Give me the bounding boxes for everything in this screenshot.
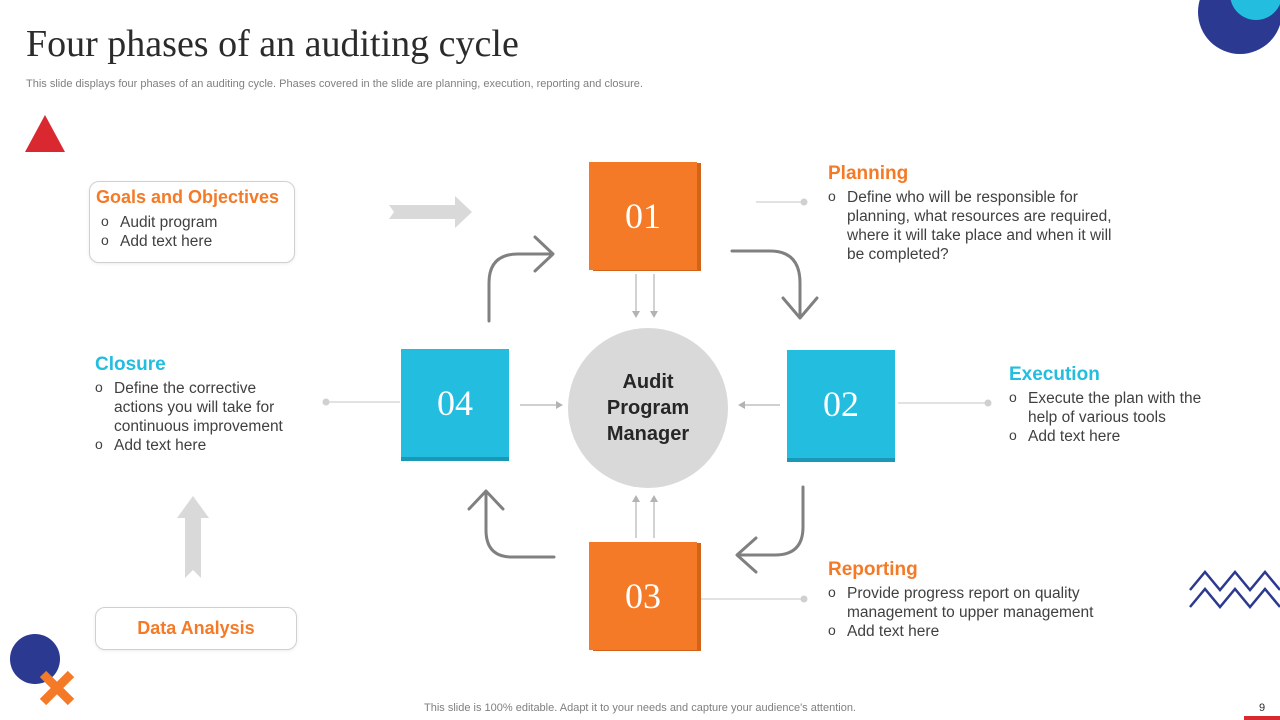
phase-box-02: 02 <box>787 350 895 458</box>
phase-box-03: 03 <box>589 542 697 650</box>
cycle-arrow-02-to-03 <box>735 485 805 574</box>
connector-planning <box>756 198 808 206</box>
goals-bullet: Add text here <box>101 231 286 251</box>
planning-bullet: Define who will be responsible for plann… <box>828 187 1128 264</box>
zigzag-decoration <box>1189 570 1280 609</box>
execution-bullet: Add text here <box>1009 426 1214 446</box>
goals-card: Goals and Objectives Audit program Add t… <box>89 181 295 263</box>
reporting-bullet: Add text here <box>828 621 1118 641</box>
center-label: Audit Program Manager <box>606 371 690 445</box>
goals-block-arrow-icon <box>389 196 472 228</box>
closure-title: Closure <box>95 354 166 375</box>
phase-box-04: 04 <box>401 349 509 457</box>
page-number-bar <box>1244 716 1280 720</box>
planning-section: Planning Define who will be responsible … <box>828 163 1128 264</box>
reporting-bullet: Provide progress report on quality manag… <box>828 583 1118 622</box>
data-analysis-card: Data Analysis <box>95 607 297 650</box>
navy-circle-decoration <box>10 634 60 684</box>
planning-title: Planning <box>828 163 909 184</box>
connector-reporting <box>700 595 808 603</box>
page-number: 9 <box>1258 702 1266 714</box>
connector-closure <box>322 398 400 406</box>
orange-cross-decoration <box>39 670 75 706</box>
data-analysis-up-arrow-icon <box>177 496 209 578</box>
audit-program-manager-circle: Audit Program Manager <box>568 328 728 488</box>
data-analysis-label: Data Analysis <box>137 618 255 638</box>
cycle-arrow-04-to-01 <box>487 235 555 323</box>
reporting-title: Reporting <box>828 559 918 580</box>
closure-section: Closure Define the corrective actions yo… <box>95 354 295 455</box>
arrow-02-to-center <box>738 401 780 409</box>
goals-bullet: Audit program <box>101 212 286 232</box>
execution-bullet: Execute the plan with the help of variou… <box>1009 388 1214 427</box>
closure-bullet: Add text here <box>95 435 295 455</box>
goals-title: Goals and Objectives <box>96 187 280 207</box>
connector-execution <box>898 399 992 407</box>
footer-note: This slide is 100% editable. Adapt it to… <box>424 702 856 714</box>
page-title: Four phases of an auditing cycle <box>26 23 519 65</box>
execution-section: Execution Execute the plan with the help… <box>1009 364 1214 446</box>
corner-circles-decoration <box>1198 0 1280 54</box>
arrows-01-to-center <box>632 274 658 318</box>
arrows-03-to-center <box>632 495 658 538</box>
phase-box-01: 01 <box>589 162 697 270</box>
closure-bullet: Define the corrective actions you will t… <box>95 378 295 436</box>
red-triangle-decoration <box>25 115 65 152</box>
reporting-section: Reporting Provide progress report on qua… <box>828 559 1118 641</box>
page-subtitle: This slide displays four phases of an au… <box>26 78 643 90</box>
cycle-arrow-03-to-04 <box>467 489 556 559</box>
arrow-04-to-center <box>520 401 563 409</box>
execution-title: Execution <box>1009 364 1100 385</box>
cycle-arrow-01-to-02 <box>730 249 819 320</box>
